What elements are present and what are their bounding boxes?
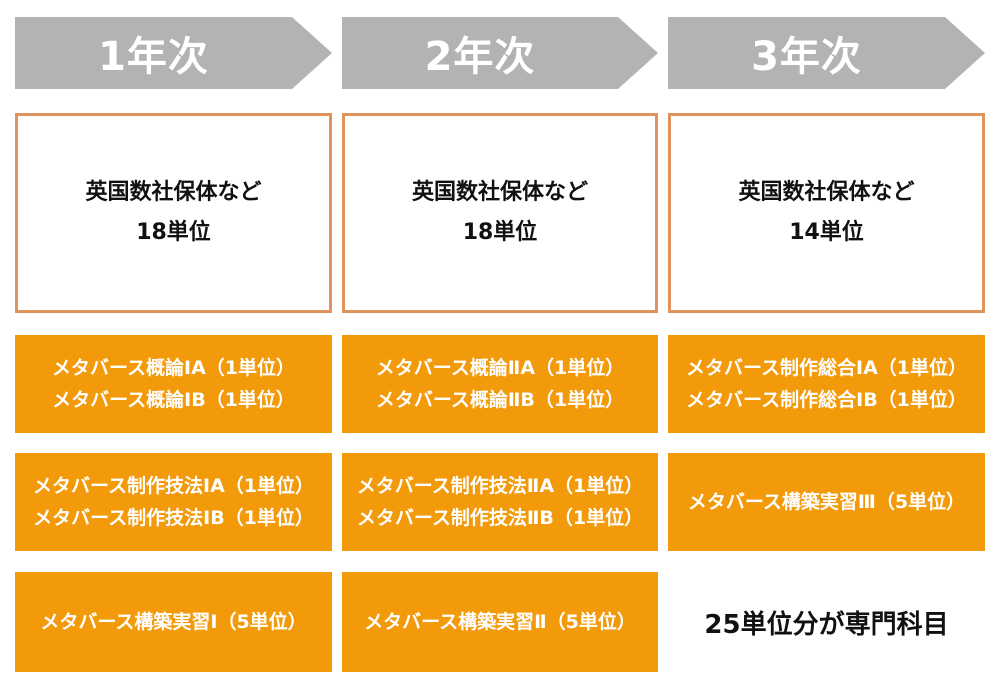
course-line: メタバース概論ⅡB（1単位）: [375, 389, 625, 411]
year-2-general-credits: 18単位: [462, 220, 538, 245]
course-line: メタバース概論ⅠB（1単位）: [52, 389, 295, 411]
year-3-general-subjects: 英国数社保体など: [738, 180, 915, 205]
course-line: メタバース制作技法ⅠB（1単位）: [33, 507, 314, 529]
year-2-course-practicum: メタバース構築実習Ⅱ（5単位）: [342, 572, 658, 672]
year-2-course-overview: メタバース概論ⅡA（1単位） メタバース概論ⅡB（1単位）: [342, 335, 658, 433]
year-1-course-overview: メタバース概論ⅠA（1単位） メタバース概論ⅠB（1単位）: [15, 335, 332, 433]
year-3-course-practicum: メタバース構築実習Ⅲ（5単位）: [668, 453, 985, 551]
year-3-arrow: 3年次: [668, 17, 985, 89]
year-1-general-box: 英国数社保体など 18単位: [15, 113, 332, 313]
course-line: メタバース制作技法ⅡA（1単位）: [356, 475, 644, 497]
year-2-course-techniques: メタバース制作技法ⅡA（1単位） メタバース制作技法ⅡB（1単位）: [342, 453, 658, 551]
course-line: メタバース制作総合ⅠA（1単位）: [685, 357, 968, 379]
course-line: メタバース構築実習Ⅱ（5単位）: [364, 611, 636, 633]
year-1-arrow: 1年次: [15, 17, 332, 89]
year-1-course-practicum: メタバース構築実習Ⅰ（5単位）: [15, 572, 332, 672]
year-1-label: 1年次: [98, 34, 209, 80]
year-3-general-credits: 14単位: [789, 220, 864, 245]
course-line: メタバース構築実習Ⅰ（5単位）: [40, 611, 307, 633]
year-1-general-subjects: 英国数社保体など: [85, 180, 262, 205]
course-line: メタバース制作技法ⅡB（1単位）: [356, 507, 644, 529]
year-1-general-credits: 18単位: [136, 220, 211, 245]
course-line: メタバース構築実習Ⅲ（5単位）: [687, 491, 966, 513]
course-line: メタバース概論ⅡA（1単位）: [375, 357, 625, 379]
specialized-credits-summary: 25単位分が専門科目: [668, 572, 985, 672]
year-2-general-box: 英国数社保体など 18単位: [342, 113, 658, 313]
year-2-label: 2年次: [424, 34, 536, 80]
course-line: メタバース制作総合ⅠB（1単位）: [686, 389, 967, 411]
year-3-course-synthesis: メタバース制作総合ⅠA（1単位） メタバース制作総合ⅠB（1単位）: [668, 335, 985, 433]
year-2-general-subjects: 英国数社保体など: [411, 180, 588, 205]
year-1-course-techniques: メタバース制作技法ⅠA（1単位） メタバース制作技法ⅠB（1単位）: [15, 453, 332, 551]
year-3-general-box: 英国数社保体など 14単位: [668, 113, 985, 313]
course-line: メタバース制作技法ⅠA（1単位）: [32, 475, 315, 497]
summary-text: 25単位分が専門科目: [704, 609, 949, 640]
course-line: メタバース概論ⅠA（1単位）: [51, 357, 296, 379]
year-3-label: 3年次: [751, 34, 862, 80]
year-2-arrow: 2年次: [342, 17, 658, 89]
